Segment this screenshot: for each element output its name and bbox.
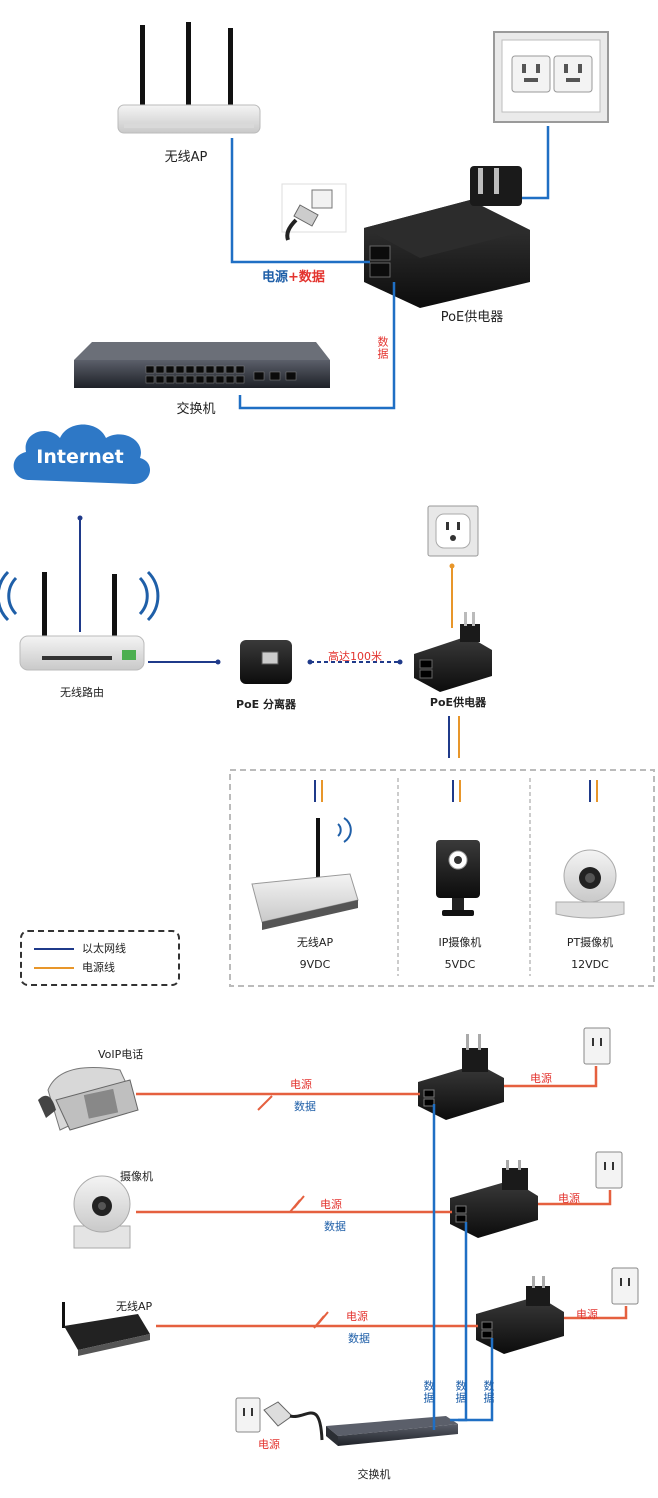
d2-device-ipcam-name: IP摄像机 [438,936,482,949]
d3-camera-icon [73,1175,131,1249]
d3-vertical-data-3: 数据 [482,1380,495,1404]
d1-cable-label-power: 电源 [262,270,289,285]
d2-device-pt-camera-icon [555,849,625,919]
d3-vertical-data-1: 数据 [422,1380,435,1404]
d3-switch-power-label: 电源 [258,1438,280,1451]
d2-device-ptcam-name: PT摄像机 [566,936,614,949]
d3-camera-label: 摄像机 [120,1170,153,1183]
d3-switch-icon [326,1416,458,1446]
d3-wall-outlets-icon [235,1027,639,1433]
d2-distance-label: 高达100米 [328,650,382,663]
d3-row1-power-label: 电源 [290,1078,312,1091]
d3-ap-label: 无线AP [116,1300,153,1313]
d1-switch-label: 交换机 [176,402,216,417]
d1-cable-label-data: 数据 [298,270,325,285]
d3-row3-data-label: 数据 [348,1332,370,1345]
d2-poe-splitter-icon [240,640,292,684]
d3-plug-icon [263,1401,324,1441]
d3-injector-3-icon [476,1276,564,1354]
d1-ap-label: 无线AP [164,150,208,165]
d2-wireless-router-icon [0,570,160,671]
d2-device-ptcam-voltage: 12VDC [571,958,609,971]
power-line-icon [34,967,74,969]
d2-wall-outlet-icon [427,505,479,557]
d2-poe-injector-icon [414,612,492,692]
d3-voip-phone-icon [38,1067,139,1131]
d3-wireless-ap-icon [62,1302,150,1356]
ethernet-line-icon [34,948,74,950]
d2-injector-label: PoE供电器 [429,696,487,709]
d3-vertical-data-2: 数据 [454,1380,467,1404]
d2-internet-cloud-icon [13,424,151,484]
d3-row1-data-label: 数据 [294,1100,316,1113]
d1-rj45-plug-icon [281,183,347,241]
d1-vertical-data-label: 数据 [376,336,389,360]
legend-item-ethernet: 以太网线 [34,940,126,956]
d2-legend: 以太网线 电源线 [20,930,180,986]
d3-switch-label: 交换机 [357,1468,391,1481]
d2-splitter-label: PoE 分离器 [236,698,296,711]
legend-power-label: 电源线 [82,961,115,974]
d2-device-ap-name: 无线AP [296,936,334,949]
d2-device-ap-icon [251,817,359,930]
d3-row2-power-label: 电源 [320,1198,342,1211]
d3-voip-label: VoIP电话 [98,1048,144,1061]
d3-row3-power-label: 电源 [346,1310,368,1323]
d2-device-ipcam-voltage: 5VDC [444,958,476,971]
d1-cables [230,126,550,410]
d1-injector-label: PoE供电器 [440,310,504,325]
d1-cable-label: 电源+数据 [262,266,325,285]
d2-cables [77,515,655,987]
d2-device-ip-camera-icon [436,840,480,916]
d1-poe-injector-icon [364,166,530,308]
d1-wall-socket-icon [493,31,609,123]
d1-wireless-ap-icon [117,22,261,134]
d3-row2-wall-power-label: 电源 [558,1192,580,1205]
d3-row1-wall-power-label: 电源 [530,1072,552,1085]
legend-ethernet-label: 以太网线 [82,942,126,955]
d2-internet-label: Internet [36,446,124,468]
d1-cable-label-plus: + [288,270,299,285]
d3-row3-wall-power-label: 电源 [576,1308,598,1321]
d2-device-ap-voltage: 9VDC [299,958,331,971]
d3-row2-data-label: 数据 [324,1220,346,1233]
d3-injector-2-icon [450,1160,538,1238]
d1-switch-icon [74,342,330,388]
legend-item-power: 电源线 [34,959,115,975]
d3-injector-1-icon [418,1034,504,1120]
d2-router-label: 无线路由 [60,686,104,699]
d3-cables [136,1066,628,1430]
